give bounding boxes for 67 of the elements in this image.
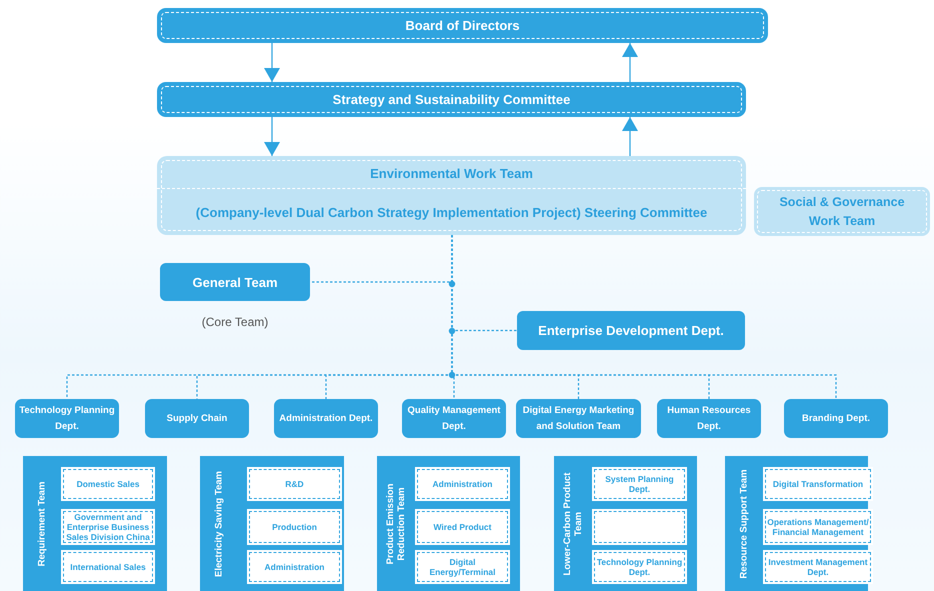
arrow xyxy=(264,117,280,156)
node-label: Technology Planning Dept. xyxy=(596,557,683,577)
unit-box xyxy=(763,467,873,501)
board-box xyxy=(157,8,768,43)
unit-box xyxy=(61,467,155,501)
node-label: Operations Management/ Financial Management xyxy=(767,517,869,537)
team-panel xyxy=(377,456,520,591)
node-label: Enterprise Development Dept. xyxy=(538,323,724,338)
department-box xyxy=(657,399,761,438)
unit-box xyxy=(763,509,873,545)
team-panel xyxy=(23,456,167,591)
unit-box xyxy=(415,467,510,501)
unit-box xyxy=(763,550,873,584)
node-label: R&D xyxy=(285,479,304,489)
node-label: System Planning Dept. xyxy=(604,474,675,494)
team-panel xyxy=(200,456,344,591)
team-title: Environmental Work Team xyxy=(157,156,746,189)
node-label: Administration Dept. xyxy=(279,412,373,426)
node-label: Production xyxy=(272,522,317,532)
node-label: International Sales xyxy=(70,562,146,572)
department-box xyxy=(784,399,888,438)
unit-box xyxy=(415,550,510,584)
unit-box xyxy=(247,509,342,545)
node-label: Supply Chain xyxy=(166,412,228,426)
unit-box xyxy=(592,467,687,501)
node-label: Government and Enterprise Business Sales Division China xyxy=(65,512,151,542)
arrow xyxy=(622,117,638,156)
node-label: Domestic Sales xyxy=(76,479,140,489)
connector-line xyxy=(451,235,837,399)
department-box xyxy=(274,399,378,438)
node-label: Digital Energy/Terminal xyxy=(428,557,496,577)
unit-box xyxy=(592,550,687,584)
node-label: General Team xyxy=(192,274,278,290)
unit-box xyxy=(247,467,342,501)
committee-box xyxy=(157,82,746,117)
node-label: Quality Management Dept. xyxy=(406,404,502,434)
node-label: Technology Planning Dept. xyxy=(18,404,116,434)
work-team-box xyxy=(157,156,746,235)
unit-box xyxy=(592,509,687,545)
node-label: Digital Energy Marketing and Solution Team xyxy=(522,404,636,434)
department-box xyxy=(516,399,641,438)
arrow xyxy=(264,43,280,82)
node-label: Digital Transformation xyxy=(772,479,864,489)
node-label: Board of Directors xyxy=(405,18,520,33)
work-team-box xyxy=(754,187,930,236)
unit-box xyxy=(415,509,510,545)
arrow xyxy=(622,43,638,82)
node-label: Human Resources Dept. xyxy=(666,404,752,434)
team-label: Resource Support Team xyxy=(738,468,750,580)
team-label: Electricity Saving Team xyxy=(214,470,224,578)
department-box xyxy=(517,311,745,350)
team-label: Lower-Carbon Product Team xyxy=(562,471,584,577)
node-label: Social & Governance Work Team xyxy=(778,194,906,230)
committee-label: (Company-level Dual Carbon Strategy Implementation Project) Steering Committee xyxy=(196,204,708,222)
note-label: (Core Team) xyxy=(200,315,270,329)
unit-box xyxy=(247,550,342,584)
node-label: Strategy and Sustainability Committee xyxy=(332,92,570,107)
node-label: Administration xyxy=(264,562,324,572)
team-label: Product Emission Reduction Team xyxy=(385,482,407,566)
node-label: Branding Dept. xyxy=(802,412,870,426)
unit-box xyxy=(61,550,155,584)
department-box xyxy=(145,399,249,438)
node-label: Investment Management Dept. xyxy=(767,557,869,577)
node-label: Administration xyxy=(432,479,492,489)
team-label: Requirement Team xyxy=(36,480,48,568)
node-label: Wired Product xyxy=(433,522,492,532)
team-panel xyxy=(554,456,697,591)
